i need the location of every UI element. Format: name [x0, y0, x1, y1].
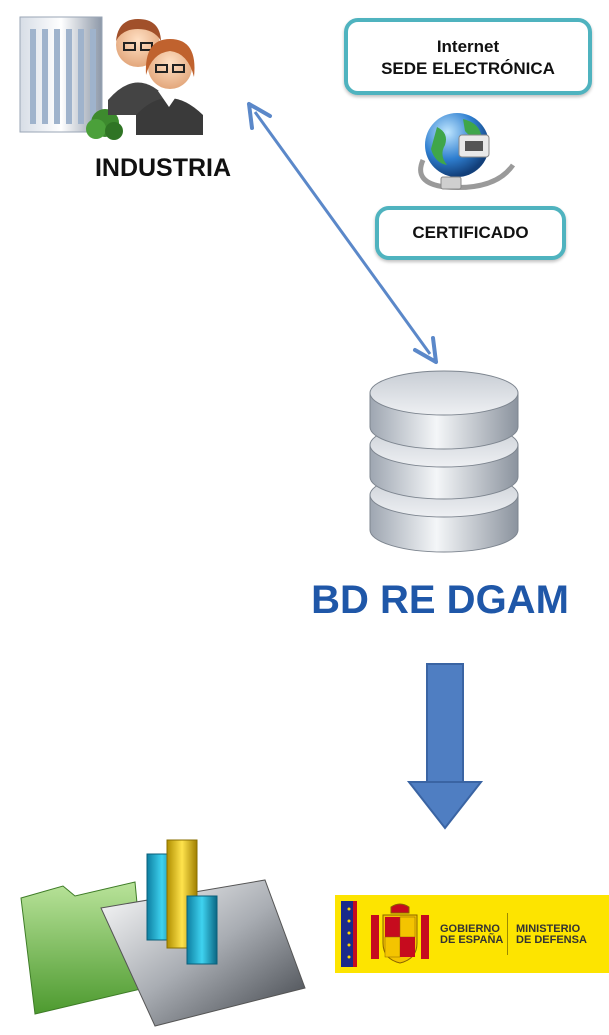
gobierno-label: GOBIERNO	[440, 923, 500, 935]
internet-sede-box: Internet SEDE ELECTRÓNICA	[344, 18, 592, 95]
ministerio-label: MINISTERIO	[516, 923, 581, 935]
de-espana-label: DE ESPAÑA	[440, 934, 504, 946]
down-arrow	[406, 663, 484, 830]
bd-re-dgam-label: BD RE DGAM	[311, 578, 569, 622]
internet-label: Internet	[436, 37, 500, 56]
industria-icon	[19, 16, 203, 140]
database-icon	[369, 370, 519, 553]
coat-of-arms-icon	[371, 903, 429, 964]
industria-label: INDUSTRIA	[94, 154, 232, 182]
folder-chart-icon	[20, 839, 306, 1027]
de-defensa-label: DE DEFENSA	[516, 934, 587, 946]
certificado-label: CERTIFICADO	[412, 223, 529, 242]
globe-network-icon	[418, 113, 516, 191]
ministerio-defensa-logo: GOBIERNO DE ESPAÑA MINISTERIO DE DEFENSA	[335, 895, 609, 973]
logo-divider	[507, 913, 508, 955]
bidirectional-arrow	[247, 102, 438, 364]
sede-electronica-label: SEDE ELECTRÓNICA	[381, 59, 555, 78]
spain-flag-icon	[341, 901, 357, 967]
certificado-box: CERTIFICADO	[375, 206, 566, 260]
